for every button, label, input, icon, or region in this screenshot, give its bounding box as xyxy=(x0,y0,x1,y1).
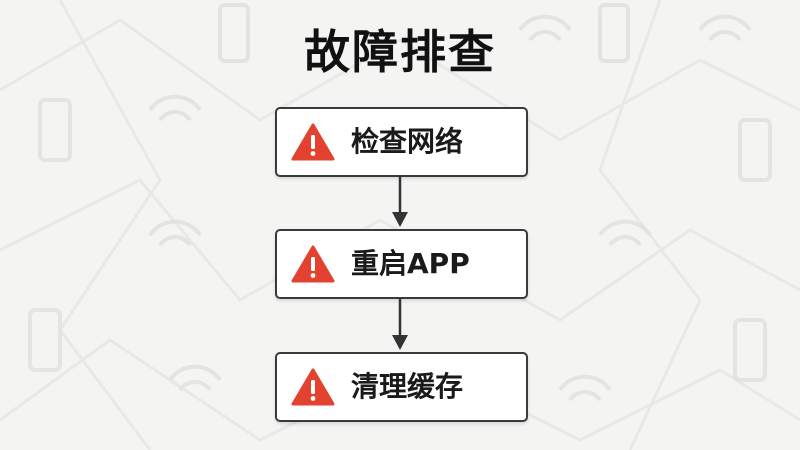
step-box-clear-cache: 清理缓存 xyxy=(275,352,528,422)
page-title: 故障排查 xyxy=(304,25,496,79)
step-label: 重启APP xyxy=(351,247,470,280)
step-box-restart-app: 重启APP xyxy=(275,229,528,299)
step-label: 清理缓存 xyxy=(351,370,464,403)
arrow-down-icon xyxy=(392,298,408,350)
arrow-down-icon xyxy=(392,176,408,227)
step-label: 检查网络 xyxy=(351,125,464,158)
warning-triangle-icon xyxy=(291,123,335,161)
warning-triangle-icon xyxy=(291,368,335,406)
warning-triangle-icon xyxy=(291,245,335,283)
step-box-check-network: 检查网络 xyxy=(275,107,528,177)
